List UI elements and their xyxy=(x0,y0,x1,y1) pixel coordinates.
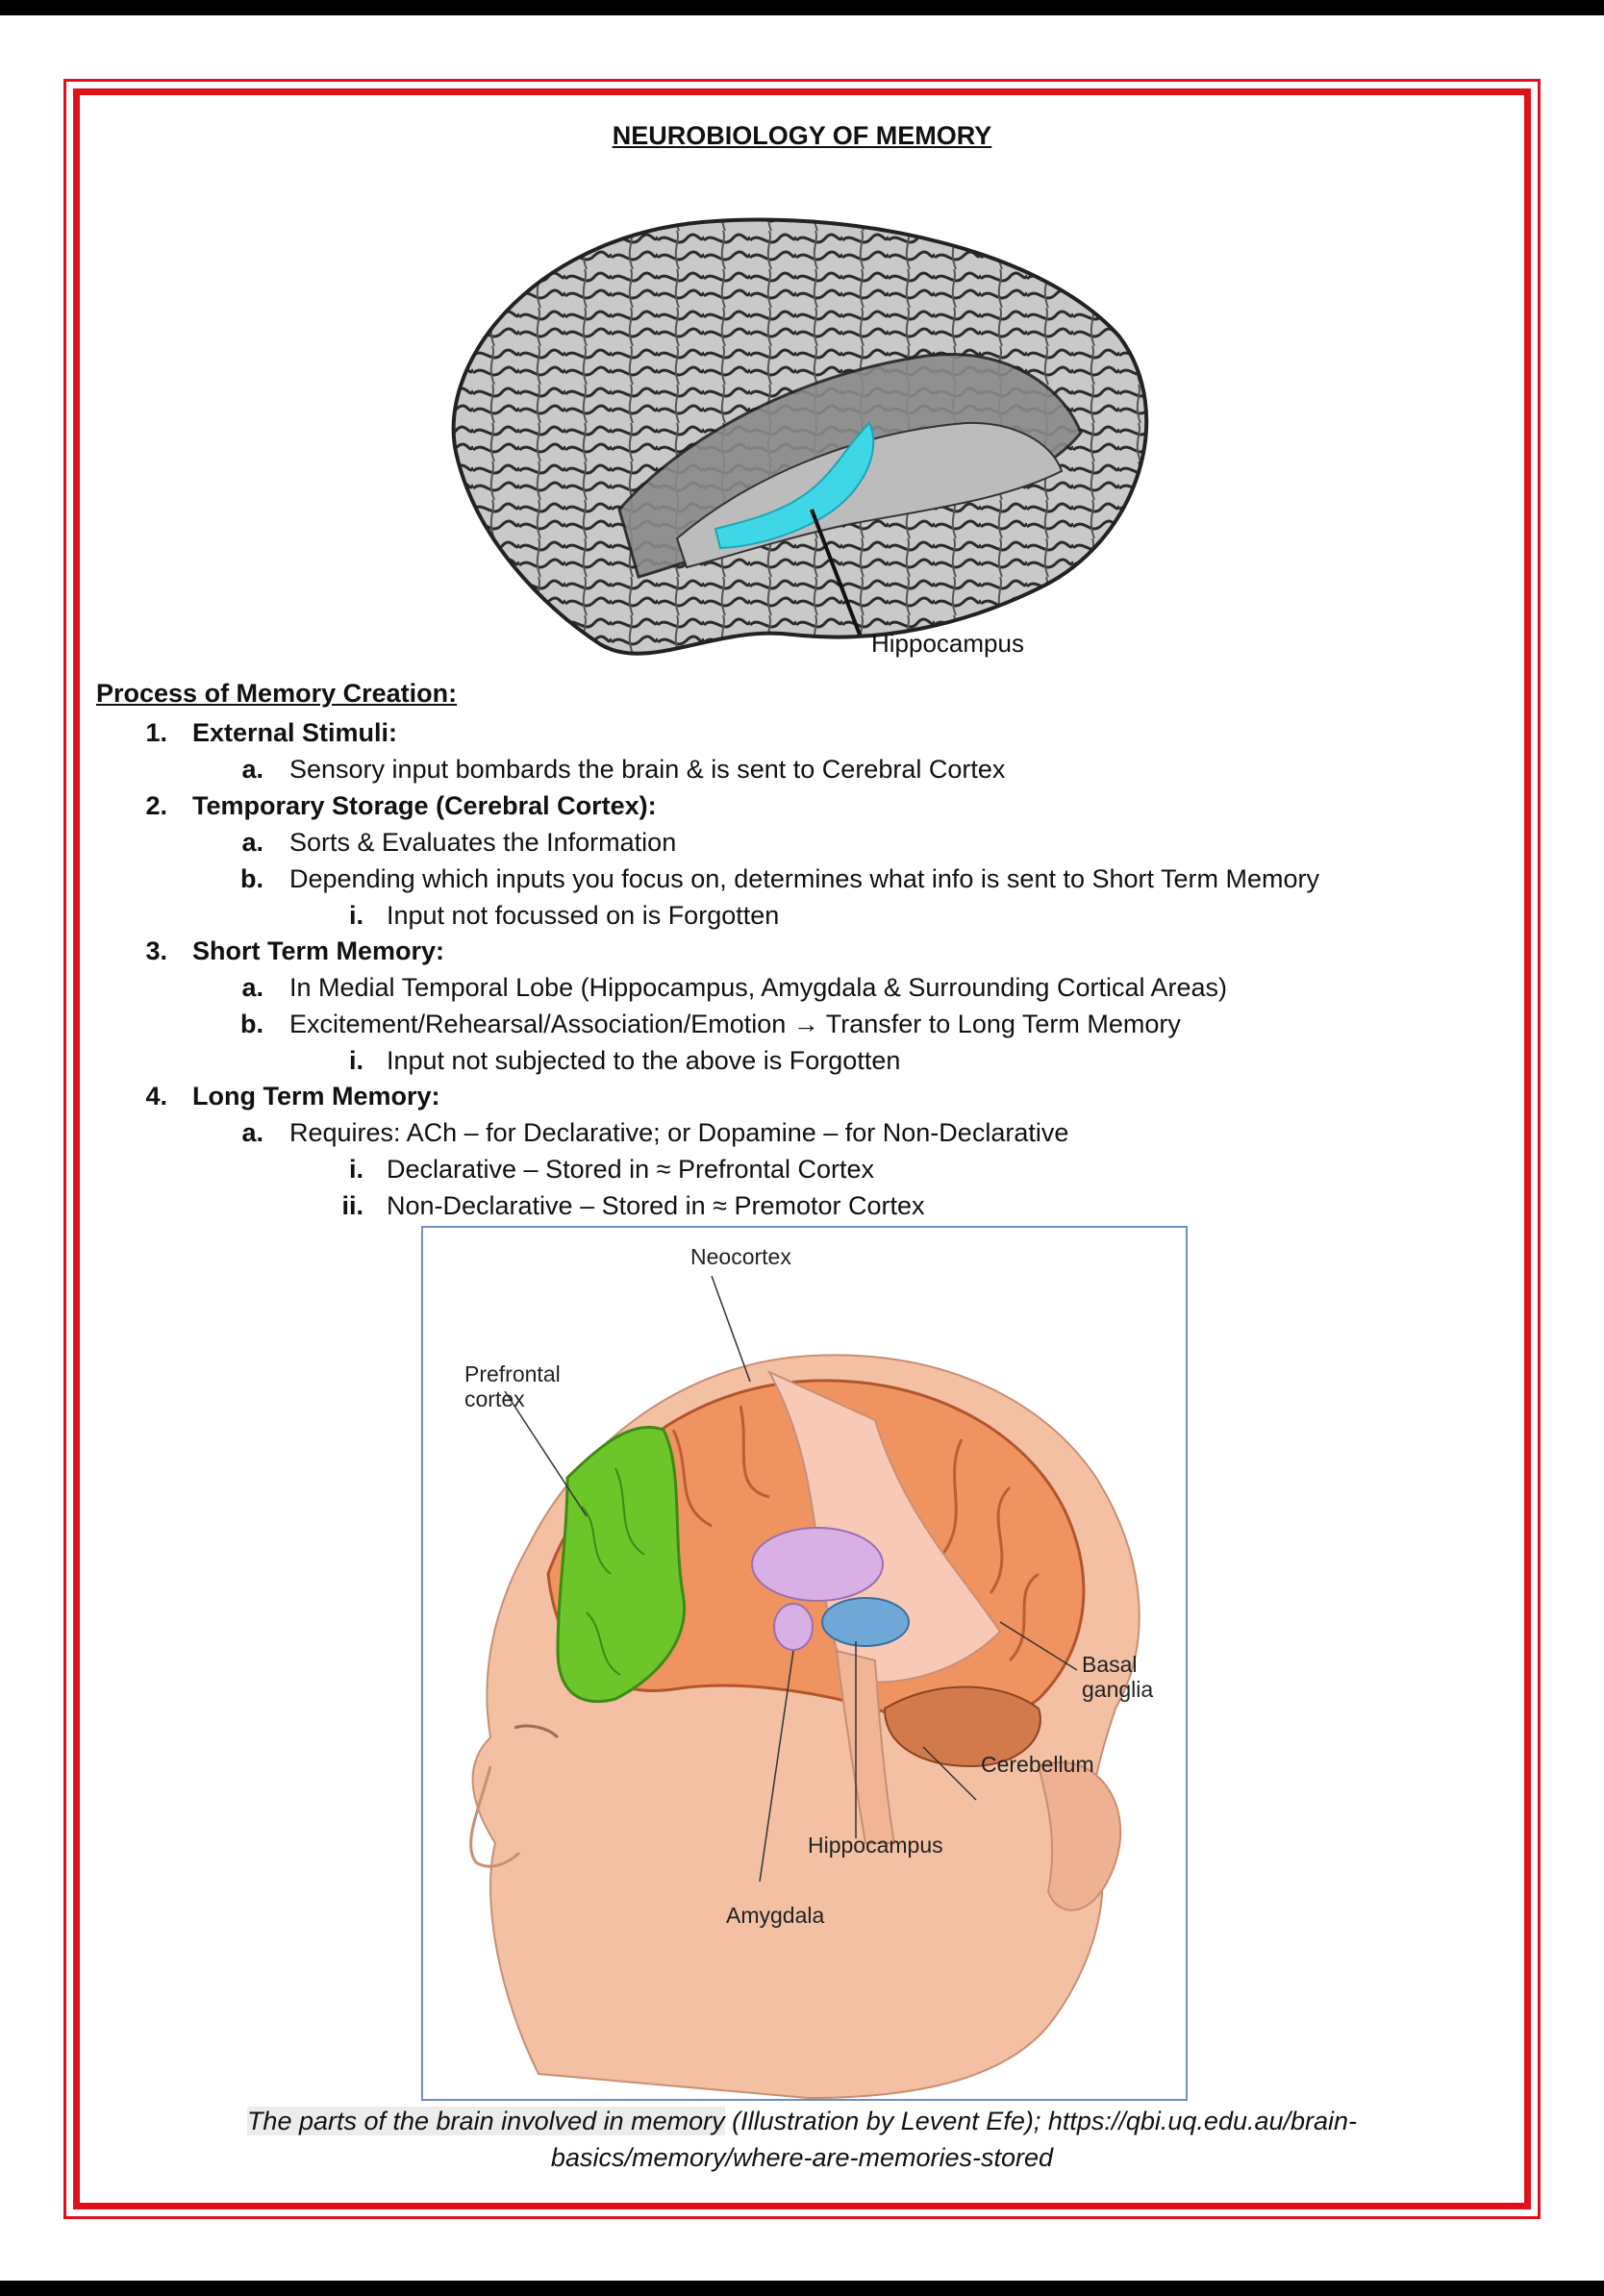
bottom-black-band xyxy=(0,2281,1604,2296)
hippocampus-label: Hippocampus xyxy=(871,629,1024,658)
ear-icon xyxy=(1037,1761,1122,1911)
brainstem-icon xyxy=(835,1649,896,1844)
basal-ganglia-label-line1: Basal xyxy=(1082,1652,1138,1677)
figure-caption-line2: basics/memory/where-are-memories-stored xyxy=(550,2143,1054,2172)
figure-caption-line1: The parts of the brain involved in memor… xyxy=(0,2103,1604,2139)
hippocampus-icon xyxy=(821,1597,910,1647)
neocortex-label: Neocortex xyxy=(690,1244,791,1269)
memory-regions-figure: Neocortex Prefrontal cortex Basal gangli… xyxy=(421,1226,1188,2101)
page-border-outer xyxy=(63,79,1541,2219)
amygdala-icon xyxy=(773,1603,814,1651)
caption-rest: (Illustration by Levent Efe); https://qb… xyxy=(724,2107,1358,2135)
prefrontal-cortex-icon xyxy=(556,1425,686,1704)
brain-hippocampus-figure: Hippocampus xyxy=(451,217,1149,658)
cerebellum-label: Cerebellum xyxy=(981,1752,1094,1777)
head-brain-illustration: Neocortex Prefrontal cortex Basal gangli… xyxy=(464,1244,1153,2099)
hippocampus-label: Hippocampus xyxy=(808,1833,943,1858)
section-title: Process of Memory Creation: xyxy=(96,679,458,708)
prefrontal-label-line1: Prefrontal xyxy=(464,1361,561,1386)
prefrontal-label-line2: cortex xyxy=(464,1386,525,1411)
basal-ganglia-icon xyxy=(751,1527,884,1602)
top-black-band xyxy=(0,0,1604,15)
basal-ganglia-label-line2: ganglia xyxy=(1082,1677,1153,1702)
amygdala-label: Amygdala xyxy=(726,1903,824,1928)
page-border-inner xyxy=(73,88,1531,2209)
cerebellum-icon xyxy=(883,1685,1041,1768)
caption-highlight: The parts of the brain involved in memor… xyxy=(246,2107,725,2135)
sagittal-cut-icon xyxy=(766,1369,1002,1684)
page-title: NEUROBIOLOGY OF MEMORY xyxy=(612,121,992,150)
brain-cutaway-icon xyxy=(451,217,1149,656)
